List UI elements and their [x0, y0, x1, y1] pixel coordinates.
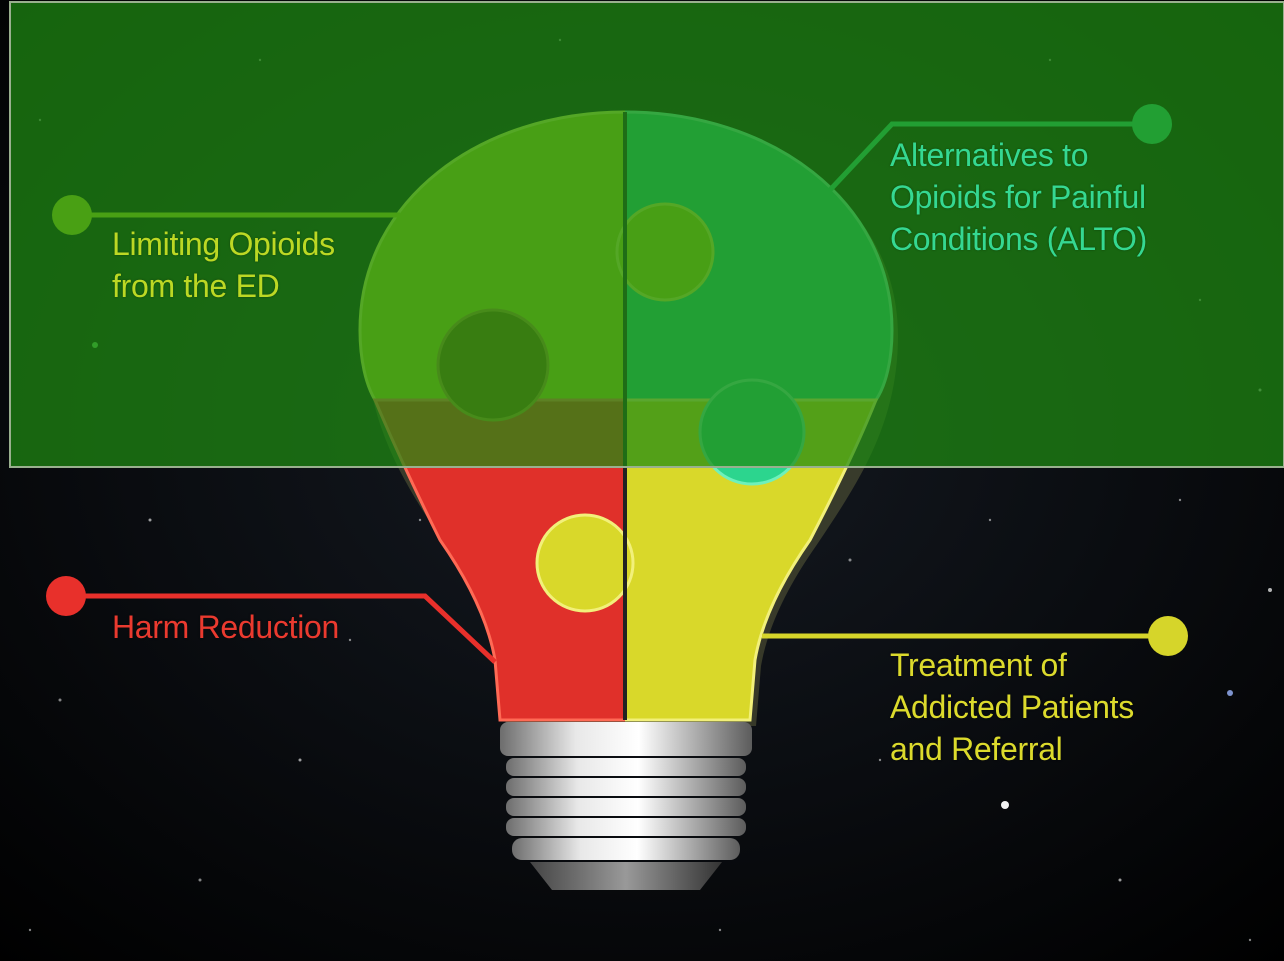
- connector-dot-harm: [46, 576, 86, 616]
- label-harm-reduction: Harm Reduction: [112, 609, 340, 645]
- highlight-overlay: [9, 1, 1284, 468]
- bulb-base: [500, 722, 752, 890]
- connector-dot-treatment: [1148, 616, 1188, 656]
- label-treatment-referral: Treatment of Addicted Patients and Refer…: [890, 647, 1134, 767]
- label-limiting-opioids: Limiting Opioids from the ED: [112, 226, 335, 304]
- label-alternatives-alto: Alternatives to Opioids for Painful Cond…: [890, 137, 1147, 257]
- puzzle-knob-center: [535, 513, 635, 613]
- connector-treatment: [762, 616, 1188, 656]
- connector-harm: [46, 576, 497, 664]
